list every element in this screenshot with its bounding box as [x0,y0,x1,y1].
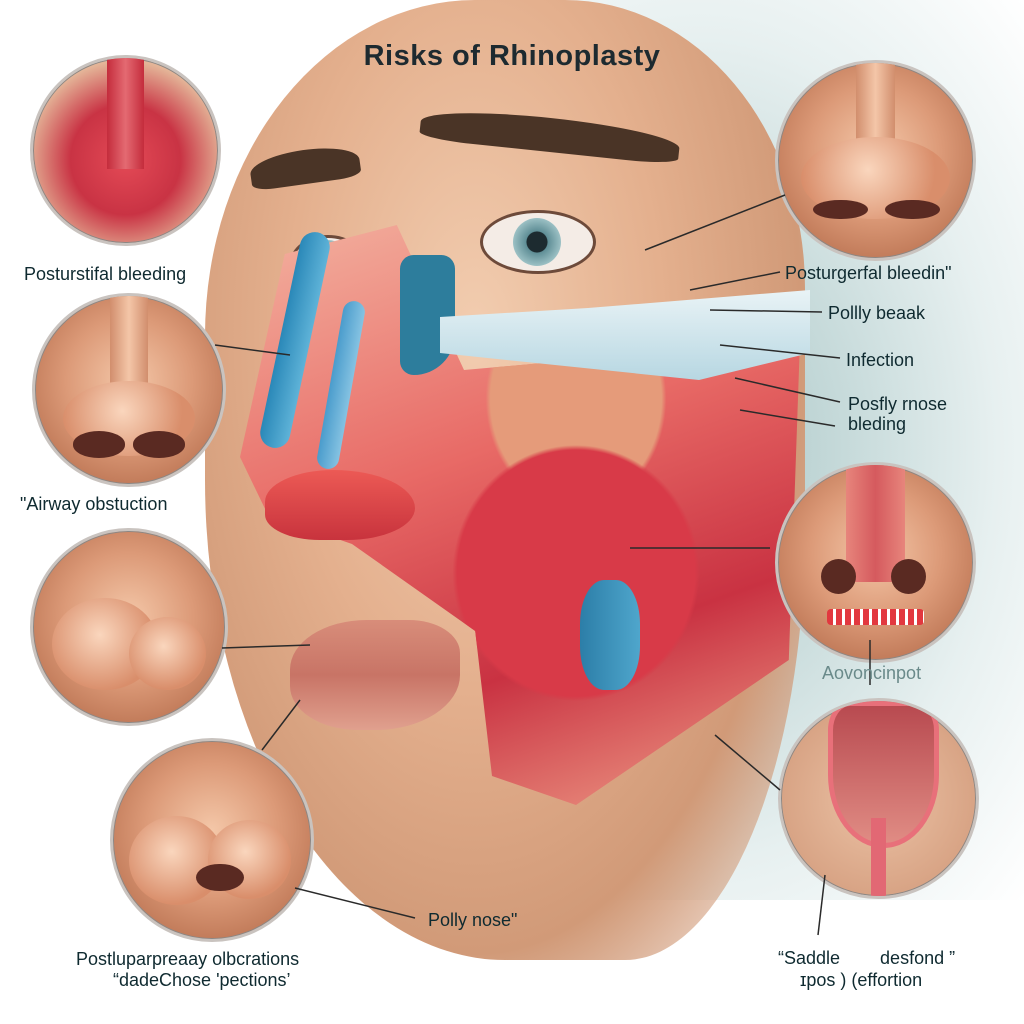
lips [290,620,460,730]
nostril [891,558,927,594]
nose-bridge [846,465,905,582]
nostril [72,431,126,458]
page-title: Risks of Rhinoplasty [363,40,661,72]
sinus-lining [400,255,455,375]
nostril [885,199,940,219]
nostril [132,431,186,458]
label-nosebleed-line2: bleding [848,414,907,434]
circle-right-2 [775,462,976,663]
septum-shape [107,58,144,169]
label-postoperative-complications-line1: Postluparpreaay olbcrations [76,949,300,969]
label-saddle-deformity-line2: ɪpos ) (effortion [800,970,923,990]
nose-tip-cutaway [265,470,415,540]
label-postsurgical-bleeding-left: Posturstifal bleeding [24,264,187,284]
circle-right-3 [778,698,979,899]
circle-left-4 [110,738,314,942]
nose-bulb [128,816,224,906]
circle-left-3 [30,528,228,726]
label-asymmetry: Aovoncinpot [822,663,922,683]
label-nosebleed-line1: Posfly rnose [848,394,948,414]
circle-right-1 [775,60,976,261]
nose-ala [129,617,206,691]
label-postoperative-complications-line2: “dadeChose 'pections’ [113,970,291,990]
label-airway-obstruction: "Airway obstuction [20,494,168,514]
label-pollybeak: Pollly beaak [828,303,926,323]
nostril [820,558,856,594]
label-postsurgical-bleeding-right: Posturgerfal bleedin" [785,263,952,283]
circle-left-2 [32,293,226,487]
label-saddle-deformity-line1: “Saddle desfond ” [778,948,956,968]
label-infection: Infection [846,350,915,370]
circle-left-1 [30,55,221,246]
throat-structure [580,580,640,690]
eye-right [480,210,596,274]
nostril [813,199,868,219]
columella [870,818,887,896]
sutures [826,609,925,625]
label-polly-nose-bottom: Polly nose" [428,910,518,930]
nostril [196,863,244,892]
